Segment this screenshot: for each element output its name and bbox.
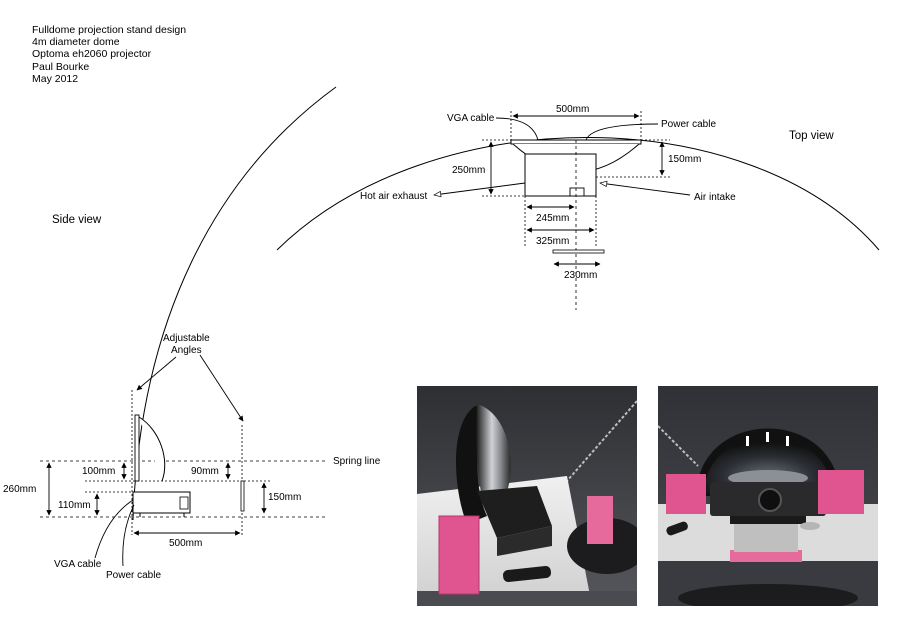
side-view-group: Side view Adjustable Angles Spring line … (3, 214, 381, 581)
side-angle-arrow-left (136, 356, 177, 391)
photo-side-drawing (417, 386, 637, 606)
side-dim-110: 110mm (58, 500, 91, 511)
side-power-cable (122, 504, 135, 567)
side-projector-lens (179, 496, 189, 510)
side-rear-support (240, 480, 245, 512)
side-dim-150: 150mm (268, 492, 301, 503)
header-line-author: Paul Bourke (32, 60, 90, 73)
top-air-intake-arrow (600, 183, 691, 196)
side-dim-100: 100mm (82, 466, 115, 477)
spring-line-label: Spring line (333, 456, 381, 467)
top-power-cable-label: Power cable (661, 119, 716, 130)
side-view-title: Side view (52, 214, 102, 226)
top-vga-cable-label: VGA cable (447, 113, 495, 124)
header-line-dome: 4m diameter dome (32, 36, 120, 49)
side-projector-body (132, 491, 191, 514)
side-dim-500: 500mm (169, 538, 202, 549)
header-line-date: May 2012 (32, 72, 79, 85)
side-adjustable-label: Adjustable (163, 333, 210, 344)
side-dim-90: 90mm (191, 466, 219, 477)
top-stand-plate (552, 249, 605, 254)
top-dim-150: 150mm (668, 154, 701, 165)
header-line-projector: Optoma eh2060 projector (32, 48, 152, 61)
side-power-cable-label: Power cable (106, 570, 161, 581)
side-view-dome-arc (132, 86, 337, 521)
top-hot-air-label: Hot air exhaust (360, 191, 427, 202)
top-dim-500: 500mm (556, 104, 589, 115)
side-mirror-plate (134, 414, 140, 482)
photo-side-stand (417, 386, 637, 606)
header-line-title: Fulldome projection stand design (32, 24, 187, 36)
top-power-cable-leader (585, 123, 659, 141)
header-notes: Fulldome projection stand design 4m diam… (32, 24, 186, 85)
top-projector-body (524, 153, 597, 197)
photo-front-stand (658, 386, 878, 606)
top-dim-250: 250mm (452, 165, 485, 176)
top-dim-245: 245mm (536, 213, 569, 224)
top-dim-325: 325mm (536, 236, 569, 247)
top-air-intake-label: Air intake (694, 192, 736, 203)
top-projector-lens (569, 187, 585, 197)
side-dim-260: 260mm (3, 484, 36, 495)
side-vga-cable (94, 499, 134, 559)
side-mirror-curve (138, 416, 166, 482)
side-angle-arrow-right (199, 354, 244, 422)
top-view-group: Top view 500mm 250mm 150mm 245mm 325mm (360, 104, 834, 310)
top-hot-air-arrow (434, 182, 526, 195)
photo-front-drawing (658, 386, 878, 606)
top-view-title: Top view (789, 130, 834, 142)
top-vga-cable-leader (495, 117, 539, 141)
side-angles-label: Angles (171, 345, 202, 356)
side-vga-cable-label: VGA cable (54, 559, 102, 570)
top-dim-230: 230mm (564, 270, 597, 281)
